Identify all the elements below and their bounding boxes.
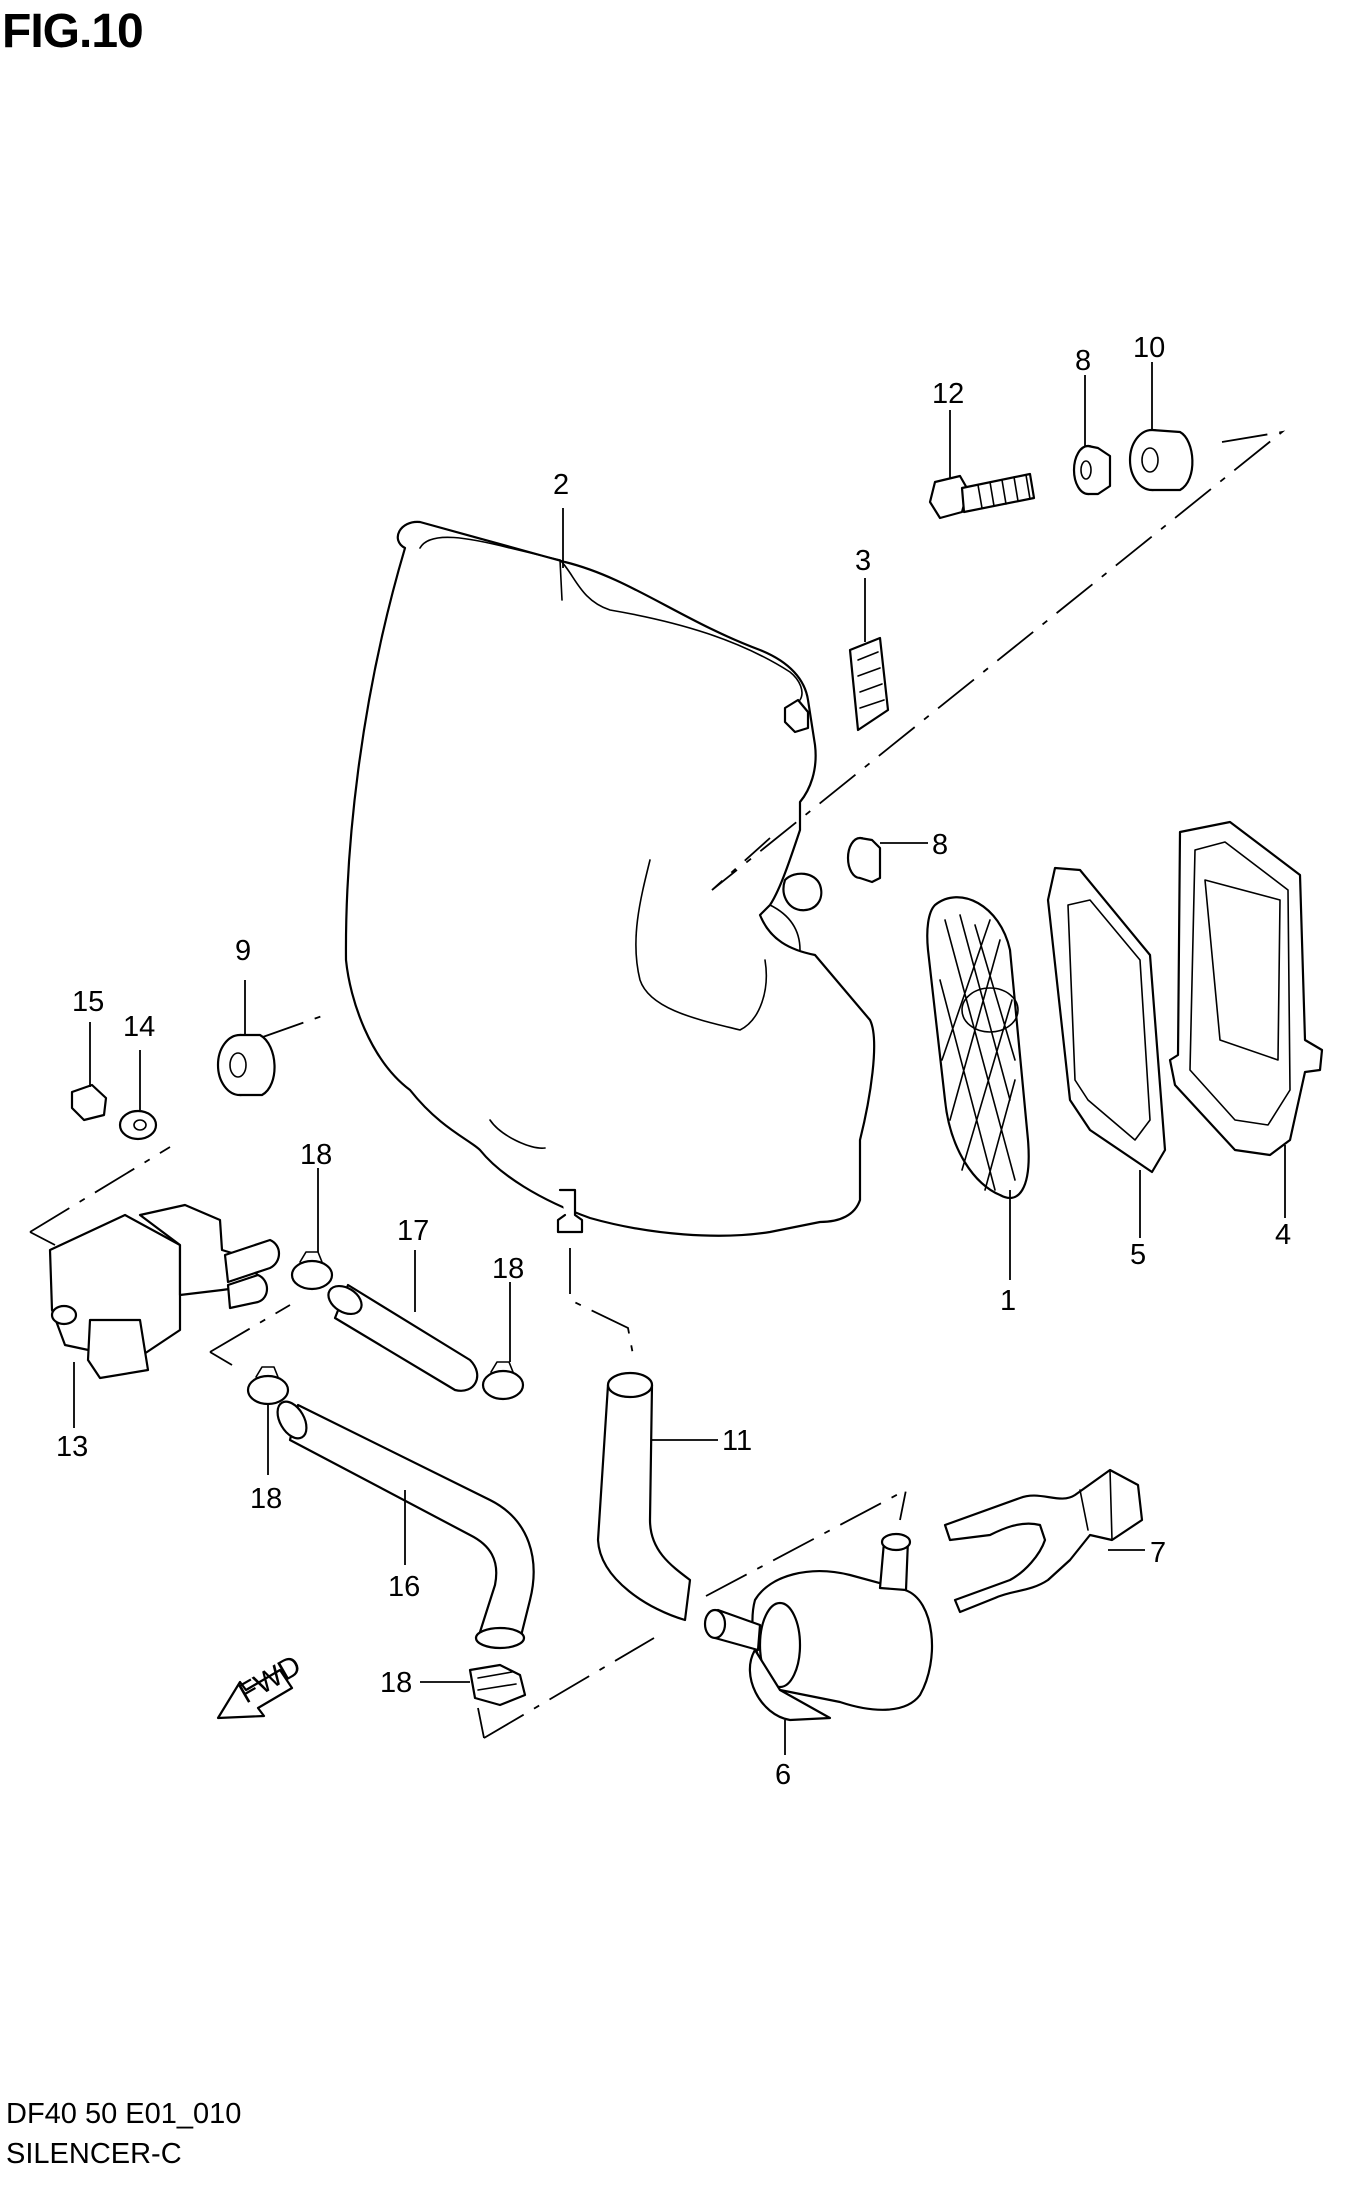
nut-15 xyxy=(70,1083,108,1122)
clamp-18-a xyxy=(290,1251,334,1291)
callout-4: 4 xyxy=(1275,1219,1291,1251)
fwd-arrow: FWD xyxy=(216,1649,307,1720)
collar-8-mid xyxy=(846,836,882,884)
callout-17: 17 xyxy=(397,1215,429,1247)
grommet-10 xyxy=(1128,428,1194,492)
footer-code: DF40 50 E01_010 xyxy=(6,2098,242,2130)
figure-title: FIG.10 xyxy=(2,5,144,58)
callout-18-a: 18 xyxy=(300,1139,332,1171)
callout-14: 14 xyxy=(123,1011,155,1043)
callout-18-b: 18 xyxy=(492,1253,524,1285)
callout-6: 6 xyxy=(775,1759,791,1791)
callout-1: 1 xyxy=(1000,1285,1016,1317)
callout-15: 15 xyxy=(72,986,104,1018)
clamp-18-c xyxy=(246,1366,290,1406)
flange-4 xyxy=(1168,820,1324,1157)
clip-3 xyxy=(848,636,890,732)
footer-name: SILENCER-C xyxy=(6,2138,182,2170)
valve-13 xyxy=(48,1203,281,1380)
bolt-12 xyxy=(928,472,1036,520)
silencer-case xyxy=(344,520,876,1237)
washer-14 xyxy=(118,1109,158,1141)
clamp-18-d xyxy=(468,1663,527,1707)
leader-lines xyxy=(73,362,1286,1755)
callout-5: 5 xyxy=(1130,1239,1146,1271)
callout-9: 9 xyxy=(235,935,251,967)
callout-13: 13 xyxy=(56,1431,88,1463)
alignment-lines xyxy=(29,430,1286,1739)
gasket-5 xyxy=(1046,866,1167,1174)
grommet-9 xyxy=(216,1033,276,1097)
callout-8-mid: 8 xyxy=(932,829,948,861)
callout-3: 3 xyxy=(855,545,871,577)
callout-10: 10 xyxy=(1133,332,1165,364)
callout-12: 12 xyxy=(932,378,964,410)
callout-16: 16 xyxy=(388,1571,420,1603)
bracket-7 xyxy=(943,1468,1144,1614)
hose-16 xyxy=(276,1400,535,1650)
callout-7: 7 xyxy=(1150,1537,1166,1569)
callout-18-d: 18 xyxy=(380,1667,412,1699)
callout-11: 11 xyxy=(722,1425,752,1457)
hose-17 xyxy=(327,1283,479,1392)
screen-1 xyxy=(926,896,1030,1200)
collar-8-top xyxy=(1072,444,1112,496)
callout-2: 2 xyxy=(553,469,569,501)
hose-11 xyxy=(596,1371,692,1622)
clamp-18-b xyxy=(481,1361,525,1401)
callout-18-c: 18 xyxy=(250,1483,282,1515)
callout-8-top: 8 xyxy=(1075,345,1091,377)
filter-6 xyxy=(703,1532,934,1722)
callouts: 1 2 3 4 5 6 7 8 8 9 10 11 12 13 14 15 16… xyxy=(56,332,1291,1791)
